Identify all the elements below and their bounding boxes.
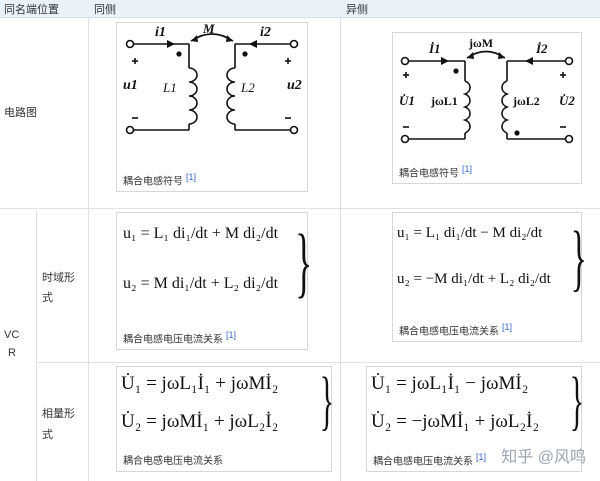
- coupled-inductor-diagram-same: [125, 33, 299, 135]
- figure-phasor-opposite: U̇₁ = jωL₁İ₁ − jωMİ₂ U̇₂ = −jωMİ₁ + jωL₂…: [366, 364, 584, 472]
- reference-link[interactable]: [1]: [502, 321, 513, 332]
- grid-line: [0, 208, 600, 209]
- row-label-circuit: 电路图: [4, 107, 37, 119]
- figure-time-domain-opposite: u₁ = L₁ di₁/dt − M di₂/dt u₂ = −M di₁/dt…: [392, 212, 587, 342]
- row-label-time-line2: 式: [42, 292, 53, 304]
- caption-relation-time-opposite: 耦合电感电压电流关系[1]: [399, 321, 513, 337]
- right-brace: }: [569, 364, 584, 437]
- caption-relation-phasor-opposite: 耦合电感电压电流关系[1]: [373, 451, 487, 467]
- right-brace: }: [295, 218, 313, 305]
- watermark: 知乎 @风鸣: [501, 449, 586, 466]
- figure-opposite-side-circuit: İ1 İ2 jωM U̇1 U̇2 jωL1 jωL2 耦合电感符号[1]: [392, 32, 582, 184]
- label-jwL2: jωL2: [513, 94, 540, 108]
- header-same-side: 同侧: [94, 4, 116, 16]
- right-brace: }: [570, 217, 587, 299]
- row-label-vcr-line1: VC: [4, 329, 20, 341]
- equation-time-same-2: u₂ = M di₁/dt + L₂ di₂/dt: [123, 275, 279, 292]
- reference-link[interactable]: [1]: [476, 451, 487, 462]
- reference-link[interactable]: [1]: [462, 163, 473, 174]
- reference-link[interactable]: [1]: [186, 171, 197, 182]
- grid-line: [36, 210, 37, 481]
- equation-phasor-same-2: U̇₂ = jωMİ₁ + jωL₂İ₂: [121, 411, 279, 432]
- figure-same-side-circuit: i1 i2 M u1 u2 L1 L2 耦合电感符号[1]: [116, 21, 308, 192]
- label-U1: U̇1: [399, 93, 415, 108]
- label-phasor-i1: İ1: [429, 41, 441, 56]
- label-L1: L1: [163, 80, 177, 95]
- reference-link[interactable]: [1]: [226, 329, 237, 340]
- row-label-time-line1: 时域形: [42, 272, 75, 284]
- row-label-vcr-line2: R: [8, 347, 16, 359]
- right-brace: }: [319, 364, 334, 437]
- label-jwL1: jωL1: [431, 94, 458, 108]
- label-i1: i1: [155, 25, 166, 40]
- label-U2: U̇2: [559, 93, 575, 108]
- coupled-inductor-diagram-opposite: [400, 50, 574, 144]
- header-position: 同名端位置: [4, 4, 59, 16]
- label-phasor-i2: İ2: [536, 41, 548, 56]
- equation-time-opposite-2: u₂ = −M di₁/dt + L₂ di₂/dt: [397, 271, 551, 287]
- equation-phasor-opposite-2: U̇₂ = −jωMİ₁ + jωL₂İ₂: [371, 411, 540, 432]
- row-label-phasor-line2: 式: [42, 429, 53, 441]
- table-header: 同名端位置 同侧 异侧: [0, 0, 600, 18]
- caption-symbol-same: 耦合电感符号[1]: [123, 171, 197, 187]
- label-mutual-jwM: jωM: [469, 36, 494, 50]
- grid-line: [88, 17, 89, 481]
- grid-line: [36, 362, 600, 363]
- label-mutual-M: M: [203, 21, 215, 36]
- row-label-phasor-line1: 相量形: [42, 408, 75, 420]
- label-L2: L2: [241, 80, 255, 95]
- equation-phasor-opposite-1: U̇₁ = jωL₁İ₁ − jωMİ₂: [371, 373, 529, 394]
- figure-time-domain-same: u₁ = L₁ di₁/dt + M di₂/dt u₂ = M di₁/dt …: [116, 212, 312, 350]
- label-u1: u1: [123, 78, 138, 93]
- figure-phasor-same: U̇₁ = jωL₁İ₁ + jωMİ₂ U̇₂ = jωMİ₁ + jωL₂İ…: [116, 364, 334, 472]
- caption-relation-time-same: 耦合电感电压电流关系[1]: [123, 329, 237, 345]
- caption-symbol-opposite: 耦合电感符号[1]: [399, 163, 473, 179]
- caption-relation-phasor-same: 耦合电感电压电流关系: [123, 456, 223, 467]
- equation-time-opposite-1: u₁ = L₁ di₁/dt − M di₂/dt: [397, 225, 543, 241]
- label-u2: u2: [287, 78, 302, 93]
- equation-time-same-1: u₁ = L₁ di₁/dt + M di₂/dt: [123, 225, 279, 242]
- label-i2: i2: [260, 25, 271, 40]
- header-opposite-side: 异侧: [346, 4, 368, 16]
- equation-phasor-same-1: U̇₁ = jωL₁İ₁ + jωMİ₂: [121, 373, 279, 394]
- grid-line: [340, 17, 341, 481]
